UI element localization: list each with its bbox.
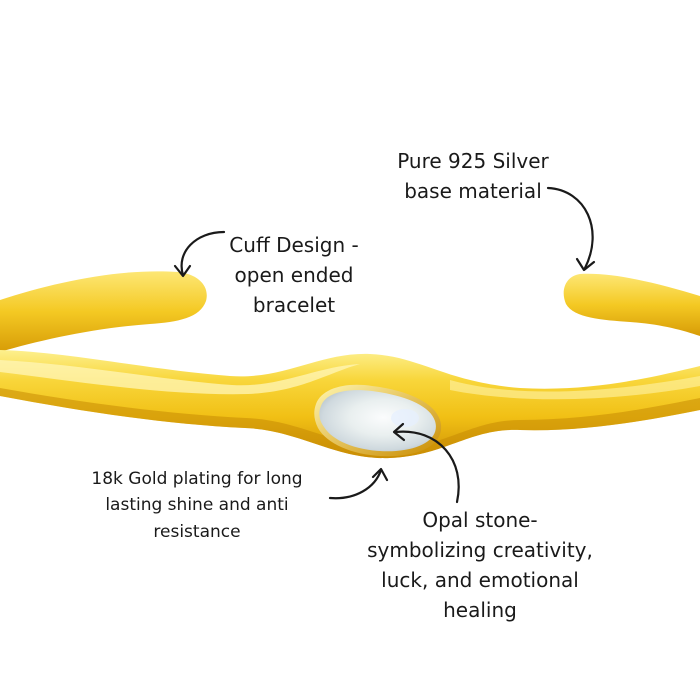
arrow-gold-head — [371, 467, 389, 482]
arrow-silver — [546, 186, 594, 270]
annotation-cuff-line-1: Cuff Design - — [229, 233, 359, 257]
annotation-cuff-line-3: bracelet — [252, 293, 336, 317]
annotation-gold-line-3: resistance — [153, 521, 241, 542]
annotation-opal-line-4: healing — [443, 598, 517, 622]
arrow-cuff — [180, 230, 226, 277]
stone-glint — [391, 409, 419, 427]
annotation-opal-line-2: symbolizing creativity, — [367, 538, 593, 562]
arrow-cuff-head — [173, 264, 192, 278]
annotation-gold: 18k Gold plating for long lasting shine … — [62, 466, 332, 545]
annotation-cuff: Cuff Design - open ended bracelet — [214, 230, 374, 320]
annotation-silver: Pure 925 Silver base material — [378, 146, 568, 206]
arrow-opal-head — [392, 422, 406, 442]
arrow-gold — [328, 468, 383, 500]
annotation-cuff-line-2: open ended — [234, 263, 354, 287]
cuff-highlight — [0, 360, 360, 395]
arrow-opal — [394, 430, 460, 504]
cuff-highlight-right — [450, 376, 700, 400]
annotation-silver-line-1: Pure 925 Silver — [397, 149, 549, 173]
cuff-left-end — [0, 271, 207, 352]
annotation-silver-line-2: base material — [404, 179, 542, 203]
cuff-right-end — [563, 273, 700, 336]
annotation-opal: Opal stone- symbolizing creativity, luck… — [345, 505, 615, 625]
arrow-silver-head — [575, 257, 596, 272]
annotation-gold-line-1: 18k Gold plating for long — [91, 469, 303, 489]
annotation-opal-line-1: Opal stone- — [422, 508, 538, 532]
annotation-gold-line-2: lasting shine and anti — [105, 495, 289, 516]
opal-stone — [319, 390, 436, 452]
annotation-opal-line-3: luck, and emotional — [381, 568, 579, 592]
